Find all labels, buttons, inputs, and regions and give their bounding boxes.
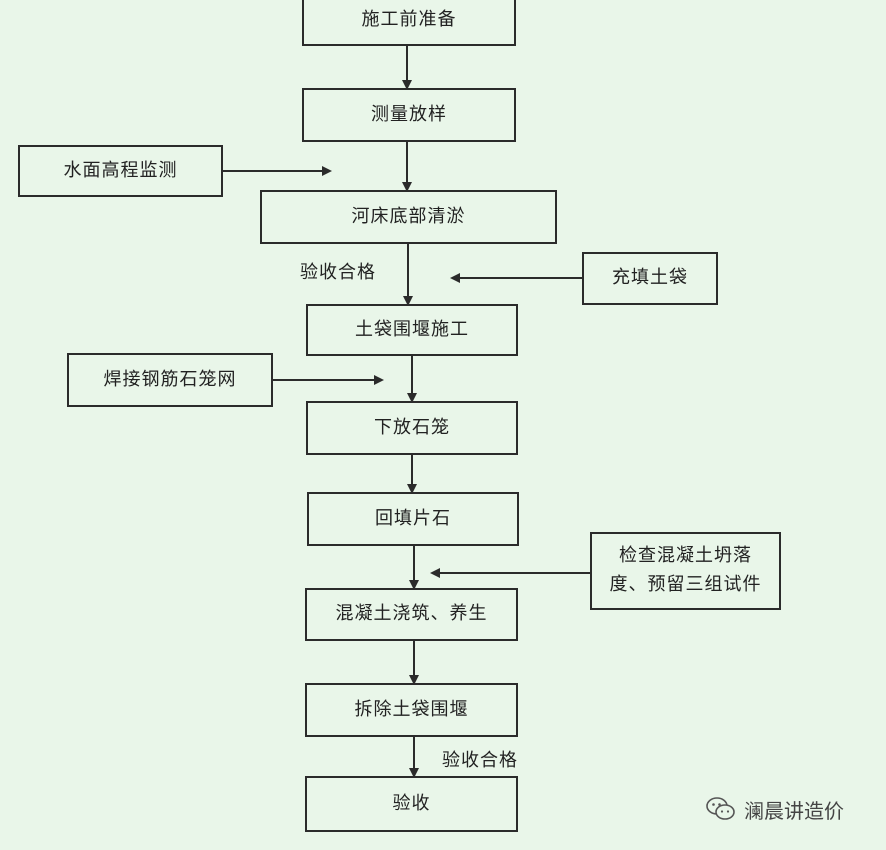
step-box-preparation: 施工前准备 bbox=[302, 0, 516, 46]
step-box-lower-gabion: 下放石笼 bbox=[306, 401, 518, 455]
step-box-backfill: 回填片石 bbox=[307, 492, 519, 546]
step-label: 验收 bbox=[392, 792, 431, 814]
side-label: 焊接钢筋石笼网 bbox=[103, 368, 237, 390]
side-box-weld-cage: 焊接钢筋石笼网 bbox=[67, 353, 273, 407]
side-label-line1: 检查混凝土坍落 bbox=[619, 545, 752, 567]
step-label: 拆除土袋围堰 bbox=[354, 698, 469, 720]
side-label: 充填土袋 bbox=[612, 267, 688, 289]
step-box-acceptance: 验收 bbox=[305, 776, 518, 832]
step-label: 下放石笼 bbox=[374, 416, 450, 438]
step-label: 混凝土浇筑、养生 bbox=[335, 603, 488, 625]
side-label: 水面高程监测 bbox=[63, 159, 178, 181]
step-label: 土袋围堰施工 bbox=[355, 318, 469, 340]
step-box-dredging: 河床底部清淤 bbox=[260, 190, 557, 244]
annotation-accept-1: 验收合格 bbox=[300, 262, 376, 283]
step-label: 测量放样 bbox=[371, 103, 447, 125]
step-label: 施工前准备 bbox=[361, 8, 457, 30]
step-box-survey: 测量放样 bbox=[302, 88, 516, 142]
side-box-slump-check: 检查混凝土坍落 度、预留三组试件 bbox=[590, 532, 781, 610]
step-box-cofferdam: 土袋围堰施工 bbox=[306, 304, 518, 356]
step-box-remove-cofferdam: 拆除土袋围堰 bbox=[305, 683, 518, 737]
step-box-concrete: 混凝土浇筑、养生 bbox=[305, 588, 518, 641]
side-box-water-level: 水面高程监测 bbox=[18, 145, 223, 197]
annotation-accept-2: 验收合格 bbox=[442, 750, 518, 771]
step-label: 回填片石 bbox=[375, 507, 451, 529]
wechat-icon bbox=[706, 797, 735, 820]
watermark: 澜晨讲造价 bbox=[706, 792, 844, 826]
step-label: 河床底部清淤 bbox=[351, 205, 466, 227]
watermark-text: 澜晨讲造价 bbox=[744, 798, 844, 823]
side-box-fill-bags: 充填土袋 bbox=[582, 252, 718, 305]
side-label-line2: 度、预留三组试件 bbox=[609, 574, 762, 595]
